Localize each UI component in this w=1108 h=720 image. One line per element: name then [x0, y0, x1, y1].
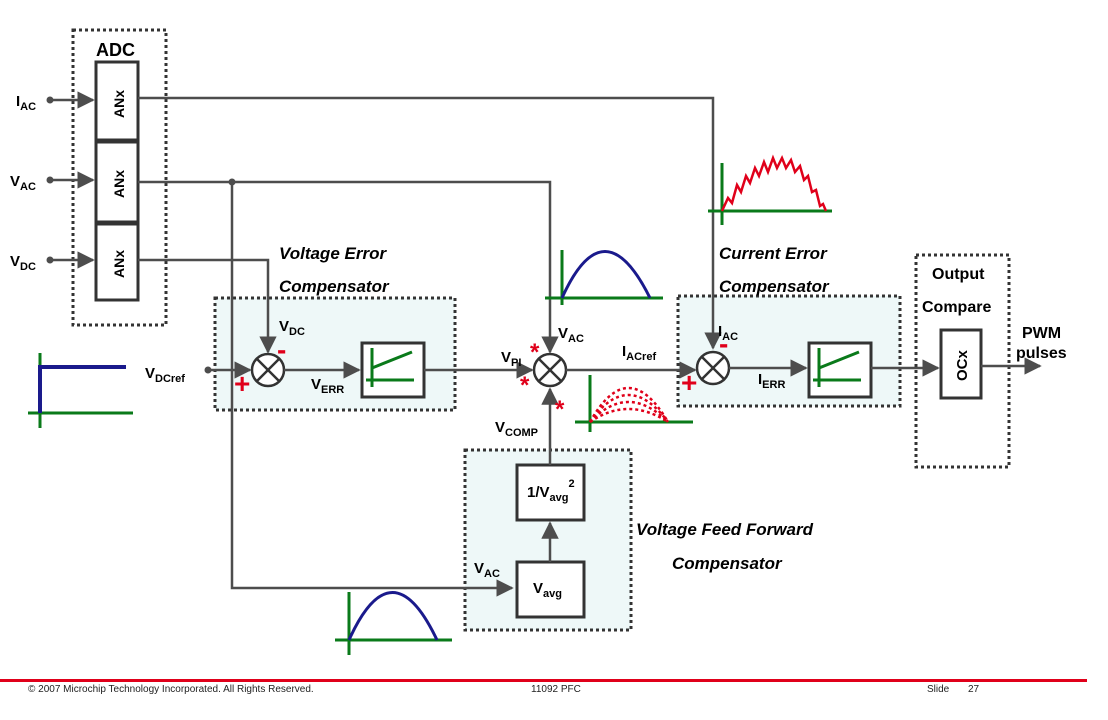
- ierr-label: IERR: [758, 371, 785, 391]
- output-compare-title-1: Output: [932, 266, 985, 283]
- footer-copyright: © 2007 Microchip Technology Incorporated…: [28, 684, 314, 695]
- multiplier-junction: [532, 352, 568, 388]
- multiply-star-left: *: [520, 372, 530, 399]
- iac-ripple-waveform: [708, 154, 832, 225]
- iac-junction-label: IAC: [718, 323, 738, 343]
- vac-multiplier-wire: [138, 180, 559, 354]
- vac-ff-sine-waveform: [335, 591, 452, 655]
- feed-forward-title-1: Voltage Feed Forward: [636, 520, 814, 539]
- vac-ff-label: VAC: [474, 560, 500, 580]
- footer-slide-label: Slide: [927, 684, 950, 695]
- vdcref-waveform: [28, 353, 133, 428]
- vref-plus-sign: +: [234, 368, 250, 399]
- adc-channel-vac: [94, 140, 140, 224]
- voltage-error-title-2: Compensator: [279, 277, 390, 296]
- iac-minus-sign: -: [719, 328, 728, 359]
- vavg-block: [515, 560, 586, 619]
- vac-multiplier-label: VAC: [558, 325, 584, 345]
- input-vdc-label: VDC: [10, 253, 36, 273]
- pwm-label-1: PWM: [1022, 325, 1061, 342]
- pi-response-icon: [366, 348, 414, 387]
- vcomp-label: VCOMP: [495, 419, 538, 439]
- feed-forward-title-2: Compensator: [672, 554, 783, 573]
- adc-channel-iac: [94, 60, 140, 142]
- adc-title: ADC: [96, 40, 135, 60]
- vpi-label: VPI: [501, 349, 521, 369]
- verr-label: VERR: [311, 376, 344, 396]
- adc-group-box: [71, 28, 168, 327]
- adc-channel-vdc: [94, 222, 140, 302]
- multiply-star-bottom: *: [555, 396, 565, 423]
- iac-feedback-wire: [138, 96, 722, 350]
- ocx-block: [939, 328, 983, 400]
- iacref-label: IACref: [622, 343, 656, 363]
- footer-doc-id: 11092 PFC: [531, 684, 581, 695]
- pwm-label-2: pulses: [1016, 345, 1067, 362]
- footer-slide-number: 27: [968, 684, 980, 695]
- input-iac-label: IAC: [16, 93, 36, 113]
- vac-sine-waveform: [545, 250, 663, 305]
- current-error-title-1: Current Error: [719, 244, 828, 263]
- adc-channel-label-iac: ANx: [111, 90, 127, 118]
- iref-plus-sign: +: [681, 367, 697, 398]
- ocx-label: OCx: [954, 350, 971, 382]
- current-error-title-2: Compensator: [719, 277, 830, 296]
- output-compare-title-2: Compare: [922, 299, 991, 316]
- footer-divider: [0, 679, 1087, 682]
- voltage-error-title-1: Voltage Error: [279, 244, 387, 263]
- vdc-feedback-wire: [138, 258, 277, 354]
- vac-feedforward-wire: [230, 182, 514, 597]
- inv-vavg-label: 1/Vavg2: [527, 478, 575, 504]
- current-pi-response-icon: [813, 348, 861, 387]
- vdcref-label: VDCref: [145, 365, 185, 385]
- iacref-waveform: [575, 375, 693, 432]
- output-compare-group-box: [914, 253, 1011, 469]
- adc-channel-label-vdc: ANx: [111, 250, 127, 278]
- adc-channel-label-vac: ANx: [111, 170, 127, 198]
- vdc-minus-sign: -: [277, 334, 286, 365]
- multiply-star-top: *: [530, 339, 540, 366]
- vavg-label: Vavg: [533, 580, 562, 600]
- vdc-junction-label: VDC: [279, 318, 305, 338]
- input-vac-label: VAC: [10, 173, 36, 193]
